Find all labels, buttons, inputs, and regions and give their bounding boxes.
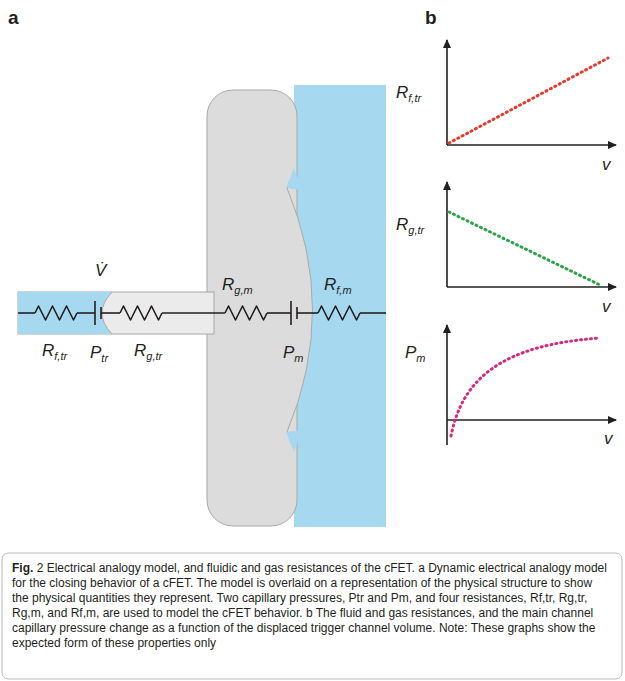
- x-axis: [447, 286, 616, 288]
- green-trend: [449, 212, 600, 285]
- y-axis: [446, 325, 448, 445]
- symbol-label: Rf,tr: [42, 342, 67, 362]
- symbol-label: V̇: [95, 262, 106, 279]
- symbol-label: Ptr: [90, 344, 108, 364]
- magenta-trend: [451, 338, 600, 436]
- battery-plate: [94, 301, 96, 325]
- battery-plate: [290, 301, 292, 325]
- circuit: [18, 301, 386, 325]
- symbol-label: v: [604, 430, 613, 447]
- figure-caption: Fig. 2 Electrical analogy model, and flu…: [12, 561, 612, 651]
- wire: [162, 312, 225, 314]
- x-axis: [447, 144, 616, 146]
- symbol-label: Rg,tr: [134, 342, 162, 362]
- y-axis: [446, 182, 448, 287]
- panel-letter: a: [8, 8, 19, 27]
- gas-chamber: [207, 90, 297, 526]
- symbol-label: Pm: [283, 344, 304, 364]
- symbol-label: Rf,tr: [396, 84, 421, 104]
- trigger-channel-fluid: [18, 292, 112, 334]
- resistor-symbol: [35, 306, 77, 320]
- main-meniscus-line: [287, 188, 313, 432]
- symbol-label: Pm: [405, 344, 426, 364]
- wire: [77, 312, 95, 314]
- x-axis: [447, 419, 616, 421]
- red-trend: [449, 58, 608, 143]
- resistor-symbol: [225, 306, 267, 320]
- symbol-label: v: [602, 298, 611, 315]
- battery-plate: [296, 307, 298, 319]
- battery-plate: [100, 307, 102, 319]
- symbol-label: Rg,tr: [396, 216, 424, 236]
- resistor-symbol: [120, 306, 162, 320]
- panel-letter: b: [425, 8, 437, 27]
- wire: [101, 312, 120, 314]
- main-meniscus: [287, 188, 313, 432]
- y-axis: [446, 40, 448, 145]
- wire: [18, 312, 35, 314]
- wire: [267, 312, 291, 314]
- wire: [360, 312, 386, 314]
- symbol-label: v: [602, 156, 611, 173]
- wire: [297, 312, 318, 314]
- channel-notch: [286, 168, 302, 190]
- channel-notch: [286, 430, 302, 452]
- symbol-label: Rg,m: [222, 276, 253, 296]
- caption-frame: [2, 553, 622, 679]
- symbol-label: Rf,m: [324, 276, 352, 296]
- resistor-symbol: [318, 306, 360, 320]
